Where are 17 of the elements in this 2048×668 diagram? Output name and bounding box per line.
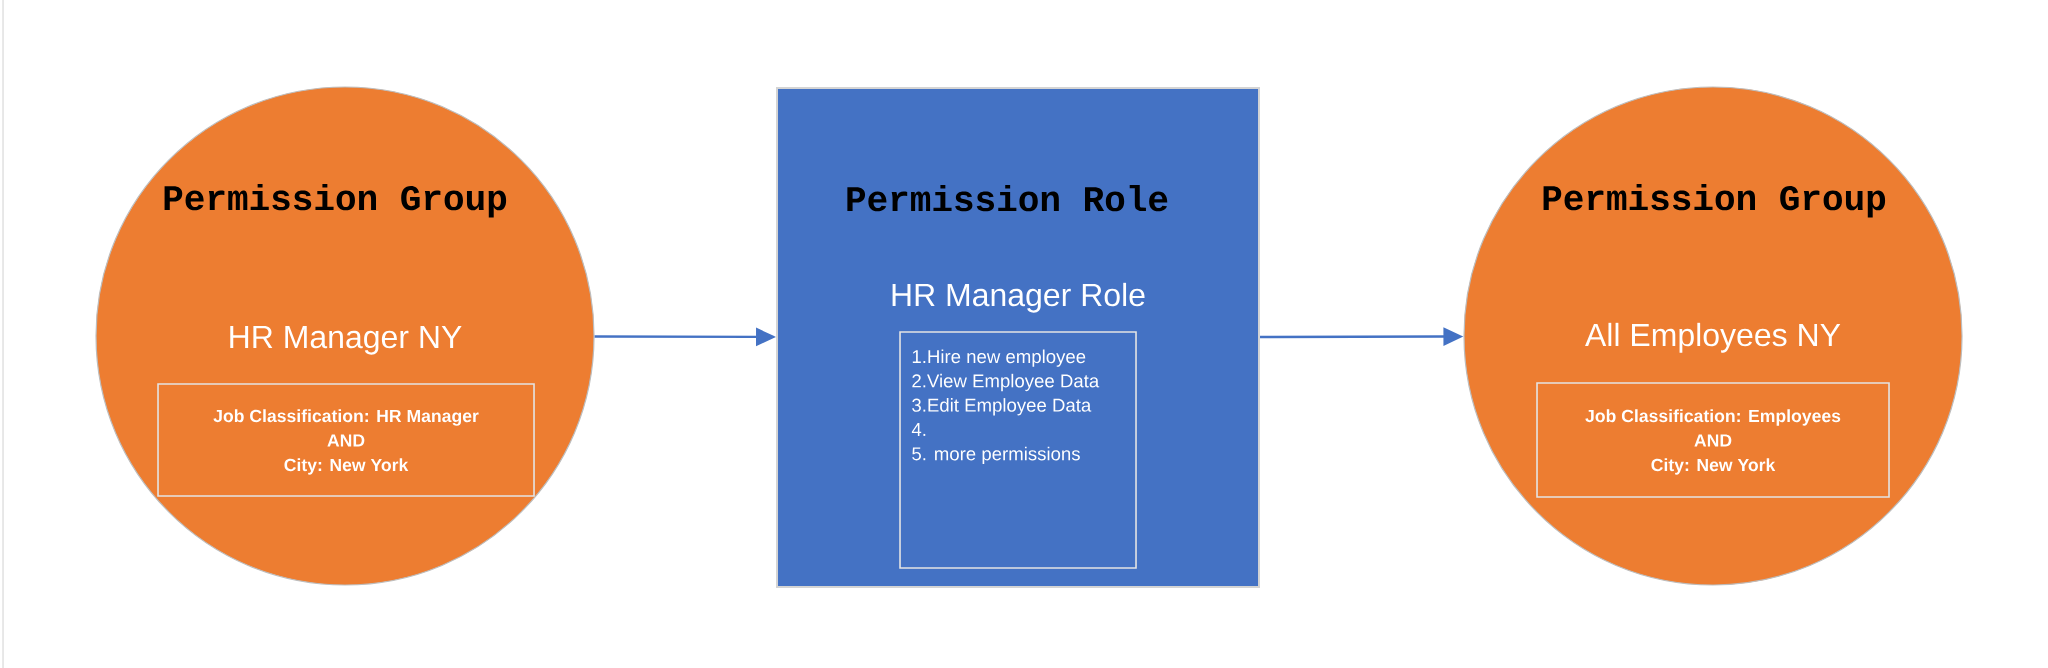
list-item: 5. more permissions [912,446,1080,465]
condition-text: AND [1694,434,1732,447]
list-item: 2.View Employee Data [912,373,1100,392]
list-item: 1.Hire new employee [912,349,1086,367]
list-item: 4. [911,423,926,436]
list-item: 3.Edit Employee Data [912,398,1092,416]
condition-text: Job Classification: Employees [1585,409,1841,426]
group-name: HR Manager NY [230,325,462,355]
heading: Permission Group [1543,183,1886,218]
condition-text: City: New York [1651,458,1776,475]
heading: Permission Group [164,183,507,218]
condition-text: Job Classification: HR Manager [213,409,479,426]
role-name: HR Manager Role [892,282,1145,313]
heading: Permission Role [847,184,1168,212]
condition-text: AND [327,434,365,447]
condition-text: City: New York [284,458,409,475]
group-name: All Employees NY [1585,322,1841,353]
